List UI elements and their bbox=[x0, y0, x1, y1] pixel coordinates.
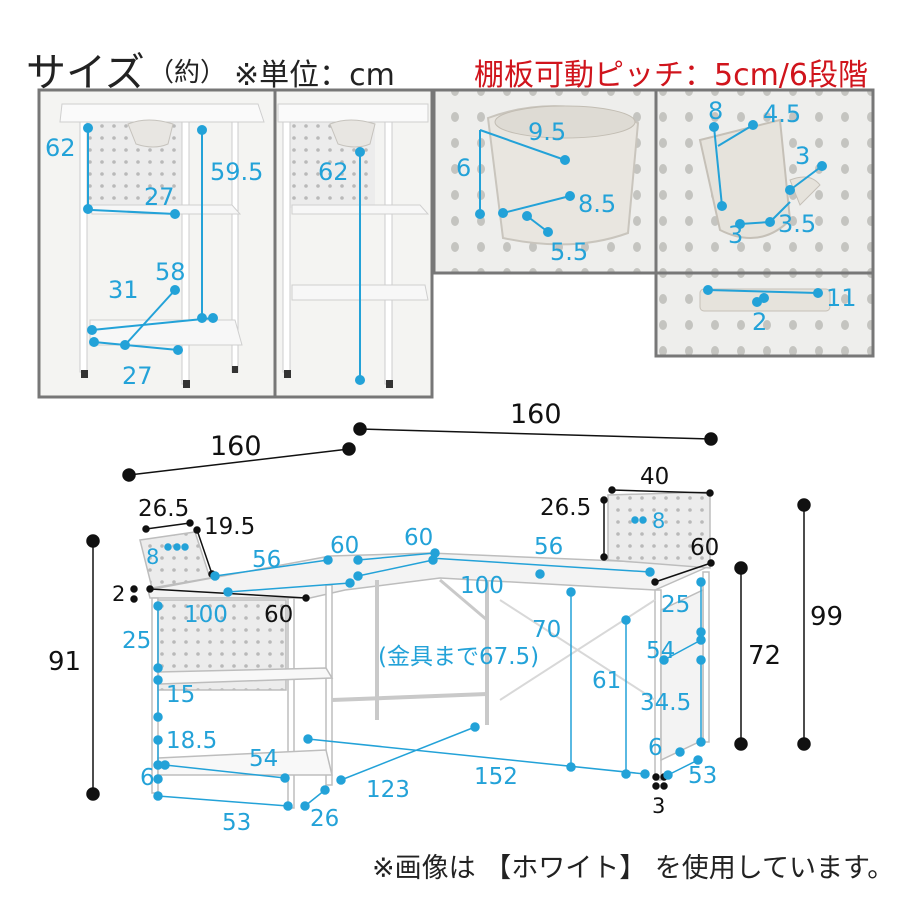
dim-right-53: 53 bbox=[688, 763, 717, 789]
dim-panel5-11: 11 bbox=[826, 284, 857, 312]
panel-dimension-marks bbox=[83, 120, 827, 385]
dim-shelf-15: 15 bbox=[166, 682, 195, 708]
fitting-note: (金具まで67.5) bbox=[378, 644, 539, 670]
photo-panel-shelf-back bbox=[273, 88, 434, 399]
photo-panel-cup-holder bbox=[432, 88, 658, 275]
dim-panel2-62: 62 bbox=[318, 158, 349, 186]
dim-panel4-4-5: 4.5 bbox=[763, 100, 801, 128]
dim-left-53: 53 bbox=[222, 810, 251, 836]
dim-legroom-70: 70 bbox=[532, 617, 561, 643]
dim-panel5-2: 2 bbox=[752, 308, 767, 336]
dim-panel1-58: 58 bbox=[155, 258, 186, 286]
dim-panel4-3-5: 3.5 bbox=[778, 210, 816, 238]
dim-right-25: 25 bbox=[661, 592, 690, 618]
dim-width-right-160: 160 bbox=[510, 399, 562, 430]
dim-riser-width-40: 40 bbox=[640, 464, 669, 490]
dim-panel1-27-bottom: 27 bbox=[122, 362, 153, 390]
dim-riser-left-8: 8 bbox=[146, 545, 159, 569]
dim-shelf-18-5: 18.5 bbox=[166, 728, 217, 754]
dim-panel3-5-5: 5.5 bbox=[550, 238, 588, 266]
dim-panel1-59-5: 59.5 bbox=[210, 158, 263, 186]
title-approx-note: （約） bbox=[148, 58, 227, 88]
dim-riser-right-26-5: 26.5 bbox=[540, 495, 591, 521]
dim-height-91: 91 bbox=[48, 647, 81, 677]
dim-legroom-61: 61 bbox=[592, 668, 621, 694]
overall-dimension-marks bbox=[86, 422, 811, 801]
dim-right-34-5: 34.5 bbox=[640, 690, 691, 716]
dim-panel4-3-right: 3 bbox=[795, 142, 810, 170]
shelf-pitch-note: 棚板可動ピッチ：5cm/6段階 bbox=[474, 58, 868, 93]
dim-panel4-8: 8 bbox=[708, 97, 723, 125]
dim-152: 152 bbox=[474, 764, 518, 790]
dim-60-a: 60 bbox=[330, 533, 359, 559]
detail-dimension-marks bbox=[153, 516, 706, 811]
dim-left-6: 6 bbox=[140, 765, 155, 791]
photo-panel-shelf-side bbox=[37, 88, 277, 399]
footer-note: ※画像は 【ホワイト】 を使用しています。 bbox=[372, 853, 895, 884]
dim-60-b: 60 bbox=[404, 525, 433, 551]
dim-height-72: 72 bbox=[748, 641, 781, 671]
dim-adjuster-3: 3 bbox=[652, 794, 665, 818]
dim-right-6: 6 bbox=[648, 735, 663, 761]
dim-width-left-160: 160 bbox=[210, 431, 262, 462]
dim-right-54: 54 bbox=[646, 638, 675, 664]
dim-riser-right-8: 8 bbox=[652, 509, 665, 533]
dim-panel3-9-5: 9.5 bbox=[528, 118, 566, 146]
dim-panel3-6: 6 bbox=[456, 154, 471, 182]
dim-left-25: 25 bbox=[122, 628, 151, 654]
dim-panel1-62: 62 bbox=[45, 134, 76, 162]
dim-height-99: 99 bbox=[810, 602, 843, 632]
dim-panel3-8-5: 8.5 bbox=[578, 190, 616, 218]
dim-right-56: 56 bbox=[534, 534, 563, 560]
dim-panel4-3-bottom: 3 bbox=[728, 221, 743, 249]
dim-depth-right-60: 60 bbox=[690, 535, 719, 561]
dim-thickness-2: 2 bbox=[112, 582, 125, 606]
unit-note: ※単位：cm bbox=[234, 58, 395, 93]
dim-left-56: 56 bbox=[252, 547, 281, 573]
dim-shelf-54: 54 bbox=[249, 746, 278, 772]
dim-depth-left-60: 60 bbox=[264, 602, 293, 628]
page-title: サイズ bbox=[26, 50, 145, 96]
dim-right-100: 100 bbox=[460, 573, 504, 599]
dim-riser-left-26-5: 26.5 bbox=[138, 496, 189, 522]
dim-riser-height-19-5: 19.5 bbox=[204, 514, 255, 540]
dim-26: 26 bbox=[310, 806, 339, 832]
dim-panel1-31: 31 bbox=[108, 276, 139, 304]
dim-left-100: 100 bbox=[184, 602, 228, 628]
dim-123: 123 bbox=[366, 777, 410, 803]
dim-panel1-27-top: 27 bbox=[144, 183, 175, 211]
